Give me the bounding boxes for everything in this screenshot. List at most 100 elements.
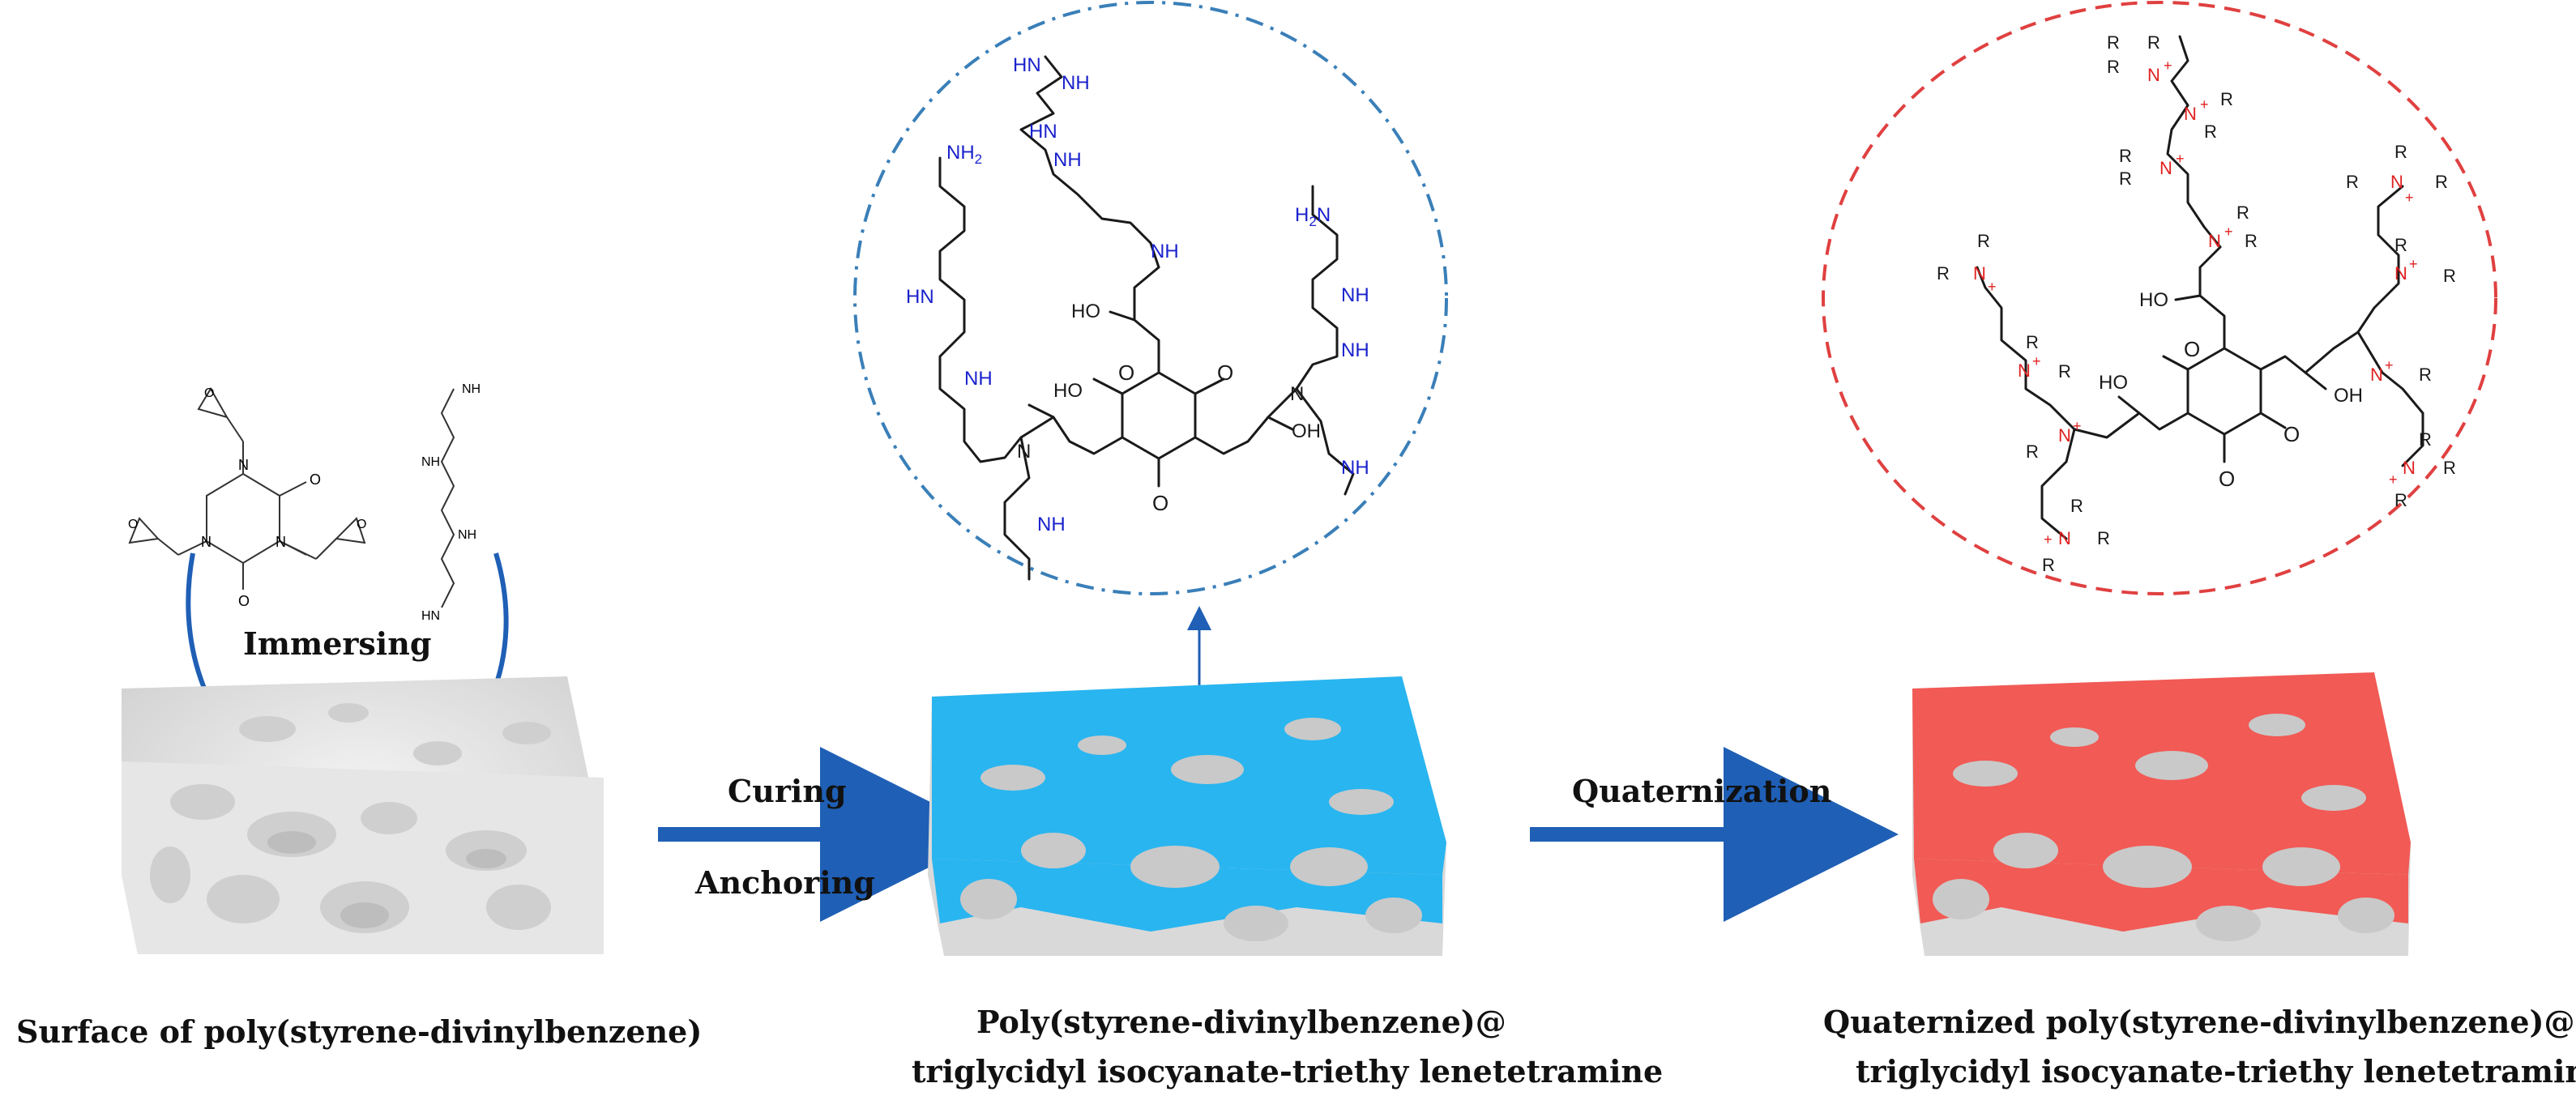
- charge-plus: +: [1988, 279, 1997, 295]
- right-caption-line1: Quaternized poly(styrene-divinylbenzene)…: [1823, 1004, 2575, 1040]
- atom-n-plus: N: [2018, 360, 2031, 381]
- teta-molecule: NH NH NH HN: [421, 382, 481, 623]
- charge-plus: +: [2200, 96, 2209, 113]
- atom-r: R: [2070, 496, 2083, 516]
- atom-o: O: [1118, 360, 1134, 385]
- atom-n: N: [238, 457, 249, 473]
- atom-nh: NH: [421, 455, 440, 469]
- charge-plus: +: [2224, 224, 2233, 240]
- atom-nh: NH: [1341, 339, 1369, 361]
- atom-nh: NH: [1151, 241, 1179, 262]
- porous-block-blue: [928, 676, 1446, 956]
- atom-n: N: [201, 534, 211, 550]
- atom-r: R: [2394, 490, 2407, 510]
- atom-r: R: [2443, 266, 2456, 286]
- atom-nh: NH: [1053, 149, 1082, 171]
- atom-nh: NH: [1341, 457, 1369, 479]
- atom-o: O: [128, 518, 138, 531]
- atom-h2n: HN: [421, 609, 440, 623]
- atom-r: R: [2119, 146, 2132, 166]
- atom-h2n: H2N: [1295, 204, 1331, 229]
- anchoring-label: Anchoring: [694, 864, 875, 901]
- atom-r: R: [2147, 32, 2160, 53]
- left-caption: Surface of poly(styrene-divinylbenzene): [16, 1013, 702, 1050]
- atom-n-plus: N: [2058, 425, 2071, 446]
- atom-r: R: [2058, 361, 2071, 382]
- atom-n-plus: N: [2147, 65, 2160, 85]
- atom-o: O: [2283, 422, 2300, 446]
- atom-n-plus: N: [2159, 158, 2172, 178]
- atom-r: R: [2236, 203, 2249, 223]
- charge-plus: +: [2164, 58, 2172, 74]
- charge-plus: +: [2073, 418, 2082, 434]
- quaternization-label: Quaternization: [1572, 773, 1831, 809]
- atom-ho: HO: [1053, 380, 1083, 402]
- atom-r: R: [2419, 365, 2432, 385]
- atom-ho: HO: [2099, 372, 2128, 394]
- atom-n: N: [1017, 441, 1031, 463]
- atom-n-plus: N: [2208, 231, 2221, 251]
- charge-plus: +: [2044, 531, 2053, 548]
- atom-r: R: [2220, 89, 2233, 109]
- atom-r: R: [1977, 231, 1990, 251]
- atom-r: R: [2107, 57, 2120, 77]
- atom-hn: HN: [1029, 121, 1057, 143]
- atom-o: O: [238, 593, 250, 609]
- atom-o: O: [2184, 337, 2200, 361]
- atom-r: R: [2026, 332, 2039, 352]
- atom-n-plus: N: [2058, 528, 2071, 548]
- atom-o: O: [1217, 360, 1233, 385]
- atom-r: R: [2346, 172, 2359, 192]
- right-caption-line2: triglycidyl isocyanate-triethy lenetetra…: [1856, 1053, 2576, 1090]
- atom-nh2: NH2: [946, 142, 982, 167]
- porous-block-gray: [122, 676, 604, 954]
- atom-ho: HO: [1071, 301, 1100, 322]
- atom-nh: NH: [1062, 72, 1090, 94]
- atom-oh: OH: [2334, 385, 2363, 407]
- atom-nh: NH: [1341, 284, 1369, 306]
- atom-o: O: [310, 471, 321, 488]
- atom-o: O: [2219, 467, 2235, 491]
- atom-nh: NH: [458, 528, 476, 542]
- atom-r: R: [2394, 235, 2407, 255]
- quaternized-structure: O O O HO HO OH N + R R N + R R N + R R N…: [1937, 32, 2456, 575]
- atom-n: N: [1290, 383, 1304, 405]
- charge-plus: +: [2405, 190, 2414, 206]
- atom-o: O: [204, 386, 214, 400]
- atom-n-plus: N: [2390, 172, 2403, 192]
- atom-r: R: [2026, 441, 2039, 462]
- atom-r: R: [2097, 528, 2110, 548]
- atom-nh: NH: [964, 368, 993, 390]
- atom-n-plus: N: [2403, 458, 2416, 478]
- porous-block-red: [1912, 672, 2411, 956]
- immersing-label: Immersing: [243, 625, 431, 662]
- atom-hn: HN: [906, 286, 934, 308]
- atom-r: R: [2394, 142, 2407, 162]
- atom-r: R: [2245, 231, 2258, 251]
- charge-plus: +: [2176, 151, 2185, 167]
- charge-plus: +: [2032, 353, 2041, 369]
- atom-n-plus: N: [2394, 263, 2407, 284]
- atom-r: R: [2435, 172, 2448, 192]
- atom-o: O: [357, 518, 366, 531]
- atom-r: R: [2042, 555, 2055, 575]
- atom-o: O: [1152, 491, 1168, 515]
- charge-plus: +: [2385, 357, 2394, 373]
- atom-r: R: [2119, 168, 2132, 189]
- atom-ho: HO: [2139, 289, 2168, 311]
- atom-r: R: [2107, 32, 2120, 53]
- atom-r: R: [2419, 429, 2432, 450]
- atom-n: N: [276, 534, 286, 550]
- charge-plus: +: [2409, 256, 2418, 272]
- atom-r: R: [2204, 122, 2217, 142]
- zoom-circle-red: [1822, 1, 2497, 595]
- atom-n-plus: N: [2370, 365, 2383, 385]
- atom-r: R: [2443, 458, 2456, 478]
- middle-caption-line1: Poly(styrene-divinylbenzene)@: [976, 1004, 1506, 1040]
- zoom-circle-blue: [853, 1, 1448, 595]
- atom-hn: HN: [1013, 54, 1041, 76]
- charge-plus: +: [2389, 471, 2398, 488]
- atom-nh2: NH: [462, 382, 481, 396]
- atom-n-plus: N: [1973, 263, 1986, 284]
- curing-label: Curing: [728, 773, 847, 809]
